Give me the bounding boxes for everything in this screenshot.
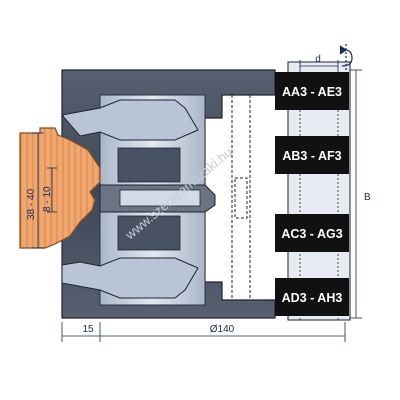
dimension-b-label: B <box>364 192 371 203</box>
lower-knife <box>61 257 199 299</box>
variant-label-1: AA3 - AE3 <box>275 72 349 110</box>
variant-label-4-text: AD3 - AH3 <box>282 291 343 305</box>
dimension-15-label: 15 <box>82 324 94 335</box>
upper-knife <box>61 99 199 141</box>
variant-label-1-text: AA3 - AE3 <box>282 85 342 99</box>
groove-insert <box>119 189 201 207</box>
variant-label-2-text: AB3 - AF3 <box>282 149 341 163</box>
dimension-bottom <box>61 322 346 342</box>
variant-label-3: AC3 - AG3 <box>275 214 349 252</box>
variant-label-4: AD3 - AH3 <box>275 278 349 316</box>
bore-key <box>234 177 248 219</box>
dimension-diameter-label: Ø140 <box>210 324 235 335</box>
variant-label-3-text: AC3 - AG3 <box>281 227 342 241</box>
dimension-d <box>299 60 339 70</box>
variant-label-2: AB3 - AF3 <box>275 136 349 174</box>
dimension-profile-depth <box>47 167 57 213</box>
wood-workpiece <box>19 127 101 249</box>
window-lower <box>117 215 181 251</box>
window-upper <box>117 147 181 183</box>
rotation-arrow-icon <box>339 44 353 72</box>
dimension-d-label: d <box>315 54 321 65</box>
dimension-profile-height-label: 38 - 40 <box>26 188 37 220</box>
dimension-profile-height <box>32 132 44 249</box>
dimension-profile-depth-label: 8 - 10 <box>42 186 53 212</box>
dimension-b <box>350 69 362 319</box>
